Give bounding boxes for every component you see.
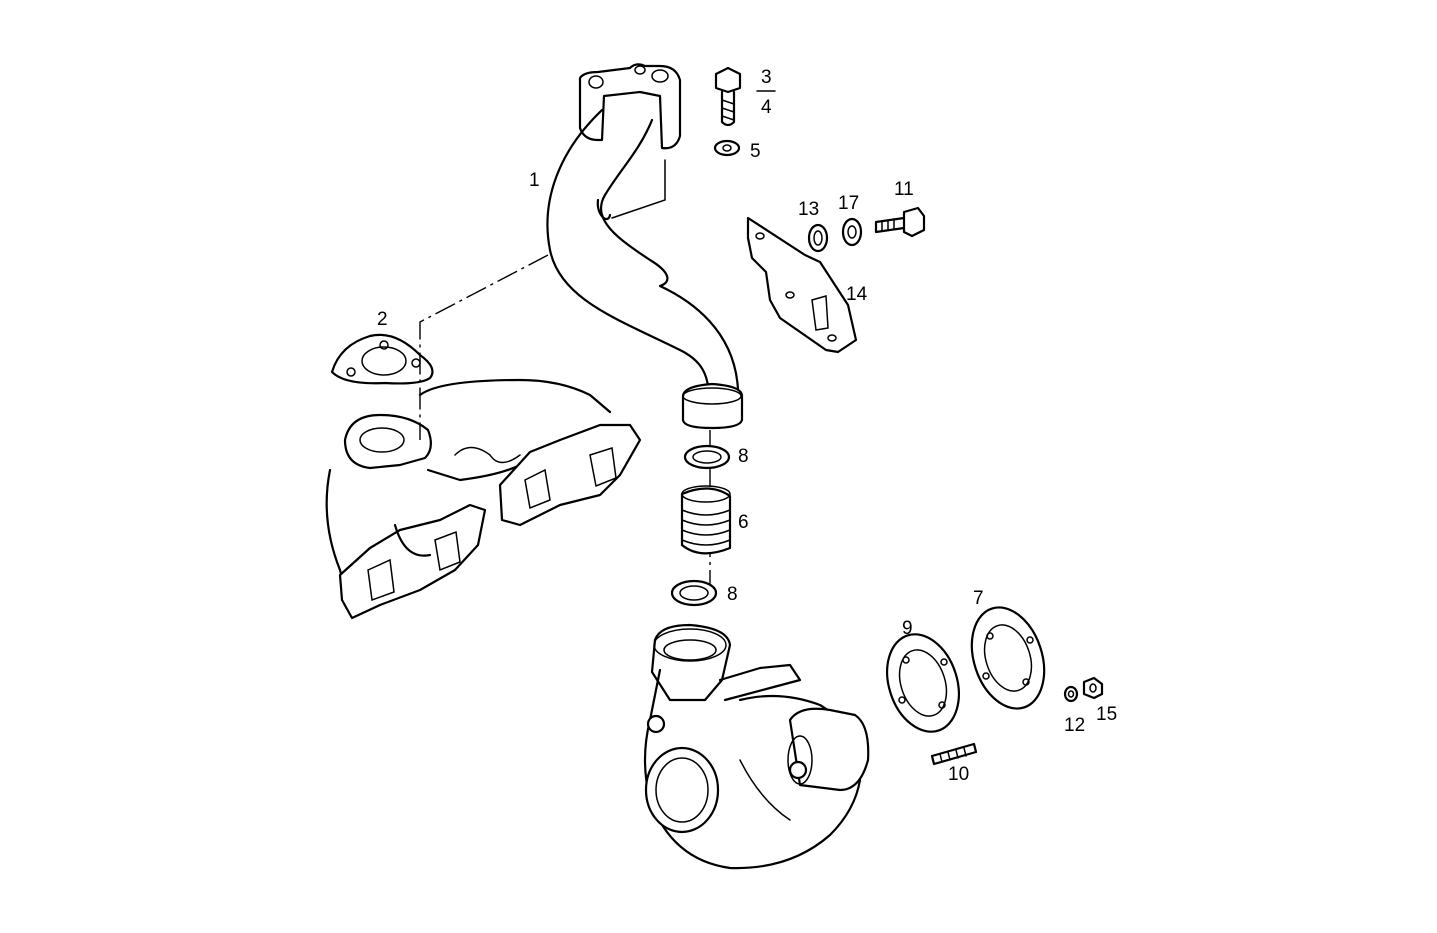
callout-5: 5 [750, 141, 761, 162]
part-12-washer [1063, 685, 1079, 703]
callout-4: 4 [761, 97, 772, 118]
part-15-nut [1082, 676, 1104, 700]
turbocharger [643, 623, 870, 870]
part-2-gasket [330, 333, 434, 385]
callout-1: 1 [529, 170, 540, 191]
callout-13: 13 [798, 199, 819, 220]
part-7-gasket [970, 606, 1046, 710]
part-3-4-bolt [714, 66, 742, 127]
part-6-sleeve [680, 485, 732, 555]
callout-8-upper: 8 [738, 446, 749, 467]
part-9-gasket [886, 633, 960, 733]
callout-12: 12 [1064, 715, 1085, 736]
callout-15: 15 [1096, 704, 1117, 725]
callout-14: 14 [846, 284, 868, 305]
callout-11: 11 [894, 179, 914, 200]
part-17-washer [841, 217, 863, 247]
part-14-bracket [746, 216, 858, 354]
exhaust-manifold [325, 378, 642, 620]
callout-2: 2 [377, 309, 388, 330]
callout-6: 6 [738, 512, 749, 533]
callout-17: 17 [838, 193, 859, 214]
part-8-seal-ring-upper [683, 444, 731, 470]
callout-8-lower: 8 [727, 584, 738, 605]
callout-9: 9 [902, 618, 913, 639]
part-11-bolt [874, 206, 926, 238]
part-5-washer [713, 139, 741, 157]
callout-3: 3 [761, 67, 772, 88]
part-1-exhaust-pipe [546, 63, 744, 430]
callout-labels: 1 2 3 4 5 6 7 8 8 9 10 11 12 13 14 15 17 [377, 67, 1117, 785]
callout-10: 10 [948, 764, 969, 785]
callout-7: 7 [973, 588, 984, 609]
part-10-stud [930, 742, 978, 766]
part-13-spacer [807, 223, 829, 253]
part-8-seal-ring-lower [670, 579, 718, 607]
